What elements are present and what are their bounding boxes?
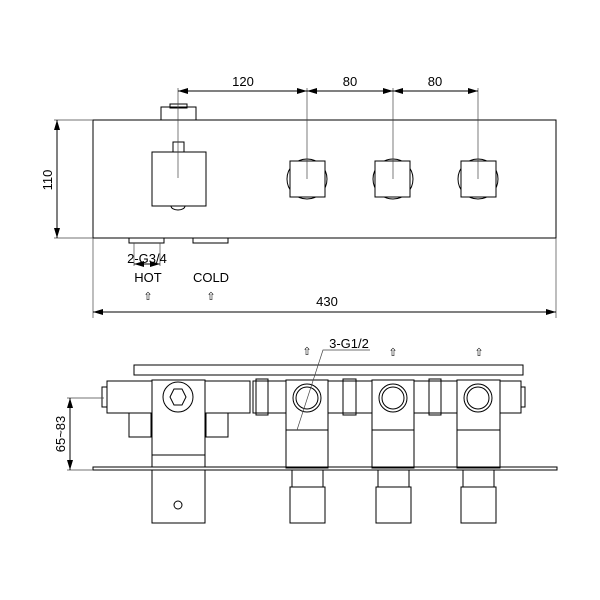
wall-plate — [92, 466, 558, 471]
outlet-flow-arrow-icon: ⇧ — [474, 347, 483, 359]
dimension-110: 110 — [40, 170, 55, 191]
thermostat-handle — [151, 141, 207, 211]
thermostat-body — [151, 379, 206, 456]
dimension-120: 120 — [232, 74, 254, 89]
cover-plate — [92, 119, 557, 239]
cold-label: COLD — [193, 270, 229, 285]
top-nub — [160, 106, 197, 121]
diverter-valve — [456, 379, 501, 524]
diverter-valve — [371, 379, 415, 524]
inlet-spec-label: 2-G3/4 — [127, 251, 167, 266]
outlet-spec-label: 3-G1/2 — [329, 336, 369, 351]
outlet-flow-arrow-icon: ⇧ — [302, 346, 311, 358]
dimension-80-a: 80 — [343, 74, 357, 89]
hot-label: HOT — [134, 270, 162, 285]
thermostat-handle-side — [151, 469, 206, 524]
side-view: 65~83 3-G1/2 ⇧ ⇧ ⇧ — [53, 336, 558, 524]
diverter-knob — [286, 158, 328, 200]
cold-flow-arrow-icon: ⇧ — [206, 291, 215, 303]
leader-line — [296, 349, 370, 431]
hot-inlet — [128, 237, 165, 244]
diverter-valve — [285, 379, 329, 524]
outlet-flow-arrow-icon: ⇧ — [388, 347, 397, 359]
cover-plate-edge — [133, 364, 524, 376]
top-nub-cap — [169, 103, 188, 109]
dimension-430: 430 — [316, 294, 338, 309]
diverter-knob — [372, 158, 414, 200]
top-view: 120 80 80 110 2-G3/4 HOT COLD ⇧ ⇧ 430 — [40, 74, 557, 318]
hot-flow-arrow-icon: ⇧ — [143, 291, 152, 303]
depth-dimension: 65~83 — [53, 416, 68, 453]
dimension-80-b: 80 — [428, 74, 442, 89]
cold-inlet — [192, 237, 229, 244]
